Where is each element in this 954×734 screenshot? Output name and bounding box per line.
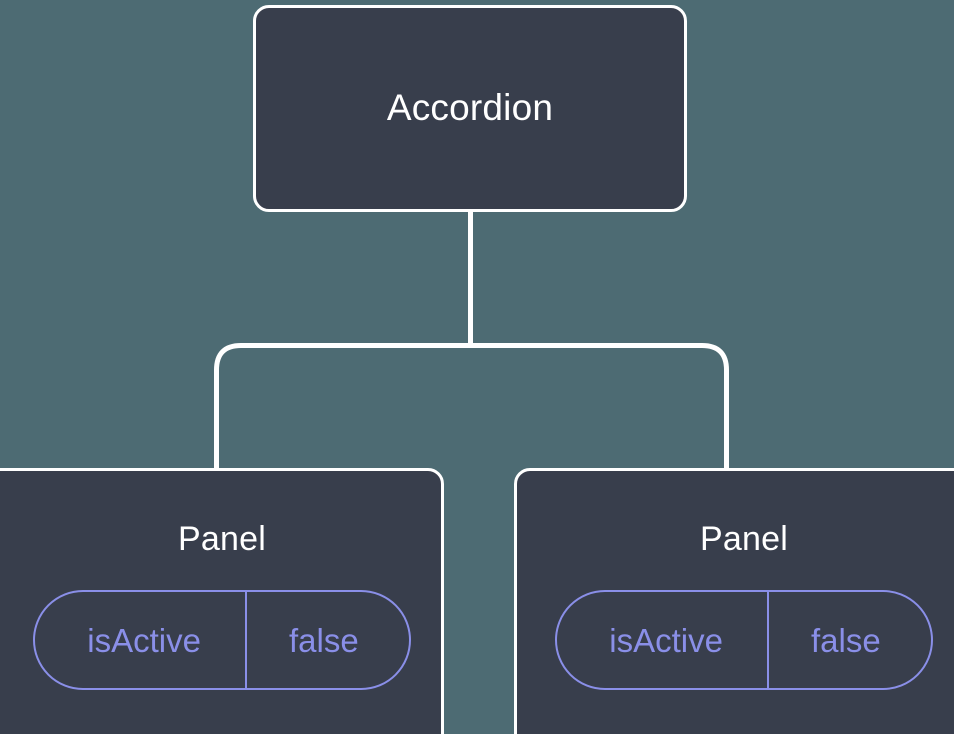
node-panel-left-content: Panel isActive false [0,520,449,691]
prop-badge-isactive-left[interactable]: isActive false [33,590,411,691]
edge-bus-to-children [214,343,729,470]
node-panel-right[interactable]: Panel isActive false [514,468,954,734]
node-accordion[interactable]: Accordion [253,5,687,212]
node-panel-left-label: Panel [178,520,266,558]
node-panel-right-label: Panel [700,520,788,558]
node-accordion-label: Accordion [386,87,554,129]
prop-key-label: isActive [609,621,723,659]
prop-badge-isactive-right[interactable]: isActive false [555,590,933,691]
prop-value-label: false [766,592,931,689]
prop-key-label: isActive [87,621,201,659]
node-panel-left[interactable]: Panel isActive false [0,468,444,734]
node-panel-right-content: Panel isActive false [517,520,954,691]
prop-value-label: false [244,592,409,689]
